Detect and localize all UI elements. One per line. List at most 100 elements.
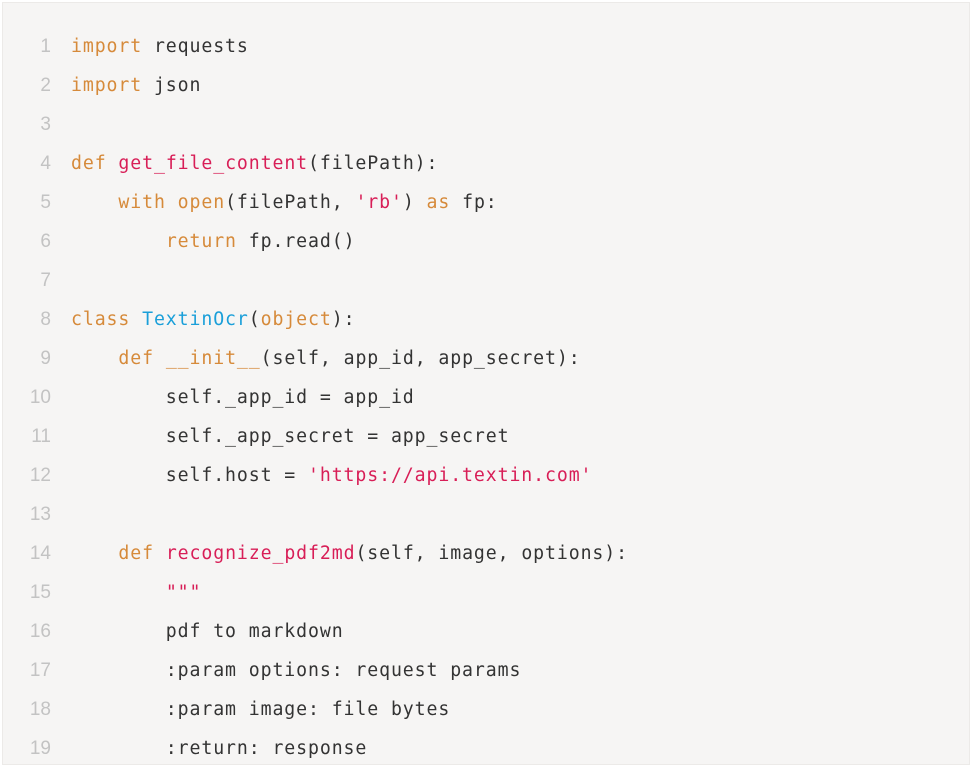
line-number: 15 [29,582,51,603]
code-line: 3 [3,105,969,144]
code-token-keyword: import [71,36,143,57]
line-number: 2 [40,75,51,96]
code-token-plain: json [142,75,202,96]
line-number: 1 [40,36,51,57]
code-token-plain: ( [248,309,261,330]
code-token-plain: ) [402,192,427,213]
code-line: 16 pdf to markdown [3,612,969,651]
code-token-keyword: def [118,348,154,369]
code-token-plain [71,231,166,252]
code-token-plain: :return: response [71,738,368,759]
code-token-keyword: import [71,75,143,96]
code-token-plain: self._app_id = app_id [71,387,415,408]
code-token-plain [71,192,118,213]
line-code: :return: response [51,729,368,764]
line-code [51,495,71,534]
code-line: 6 return fp.read() [3,222,969,261]
code-token-string: """ [165,582,202,603]
code-token-plain [154,348,166,369]
code-line: 10 self._app_id = app_id [3,378,969,417]
line-number: 9 [40,348,51,369]
code-token-keyword: class [71,309,131,330]
code-token-plain: fp.read() [236,231,356,252]
code-token-keyword: def [118,543,154,564]
line-code: :param image: file bytes [51,690,450,729]
code-token-plain: (filePath, [225,192,356,213]
line-code: self._app_id = app_id [51,378,415,417]
line-code: pdf to markdown [51,612,344,651]
line-code: class TextinOcr(object): [51,300,355,339]
code-token-plain [130,309,142,330]
code-line: 11 self._app_secret = app_secret [3,417,969,456]
code-token-keyword: with [118,192,166,213]
code-line: 17 :param options: request params [3,651,969,690]
line-number: 11 [31,426,51,447]
code-token-plain: pdf to markdown [71,621,344,642]
line-number: 10 [29,387,51,408]
line-number: 6 [40,231,51,252]
code-token-plain [154,543,166,564]
line-code: :param options: request params [51,651,521,690]
line-code: self.host = 'https://api.textin.com' [51,456,592,495]
line-code: """ [51,573,201,612]
line-number: 13 [29,504,51,525]
code-line: 13 [3,495,969,534]
code-token-keyword: __init__ [165,348,261,369]
code-line: 12 self.host = 'https://api.textin.com' [3,456,969,495]
code-token-class-name: TextinOcr [142,309,249,330]
line-code: import json [51,66,201,105]
code-token-keyword: object [260,309,332,330]
line-number: 12 [29,465,51,486]
code-line: 5 with open(filePath, 'rb') as fp: [3,183,969,222]
code-token-plain [71,543,118,564]
code-line: 18 :param image: file bytes [3,690,969,729]
line-number: 19 [29,738,51,759]
code-token-plain: self.host = [71,465,308,486]
code-token-plain: ): [331,309,356,330]
line-code: with open(filePath, 'rb') as fp: [51,183,498,222]
line-number: 3 [40,114,51,135]
code-token-plain [107,153,119,174]
code-token-keyword: as [426,192,451,213]
code-token-plain: :param image: file bytes [71,699,451,720]
line-code [51,105,71,144]
code-token-plain: (self, app_id, app_secret): [260,348,581,369]
line-number: 18 [29,699,51,720]
line-number: 7 [40,270,51,291]
code-token-plain [71,348,118,369]
code-token-plain [71,582,166,603]
code-token-keyword: open [177,192,226,213]
code-token-function: recognize_pdf2md [165,543,356,564]
code-token-keyword: return [165,231,237,252]
line-number: 8 [40,309,51,330]
line-code: def __init__(self, app_id, app_secret): [51,339,581,378]
line-code: self._app_secret = app_secret [51,417,509,456]
line-code [51,261,71,300]
code-token-string: 'https://api.textin.com' [308,465,593,486]
line-code: import requests [51,27,249,66]
code-line: 9 def __init__(self, app_id, app_secret)… [3,339,969,378]
code-token-plain: fp: [450,192,498,213]
line-number: 5 [40,192,51,213]
line-number: 17 [29,660,51,681]
code-token-plain: requests [142,36,249,57]
line-number: 14 [29,543,51,564]
line-code: def get_file_content(filePath): [51,144,438,183]
code-token-plain: self._app_secret = app_secret [71,426,510,447]
code-line: 19 :return: response [3,729,969,764]
code-line: 14 def recognize_pdf2md(self, image, opt… [3,534,969,573]
code-token-plain: (self, image, options): [355,543,628,564]
line-number: 16 [29,621,51,642]
code-token-keyword: def [71,153,107,174]
code-line: 15 """ [3,573,969,612]
code-token-string: 'rb' [355,192,403,213]
line-code: def recognize_pdf2md(self, image, option… [51,534,628,573]
line-number: 4 [40,153,51,174]
code-line: 7 [3,261,969,300]
